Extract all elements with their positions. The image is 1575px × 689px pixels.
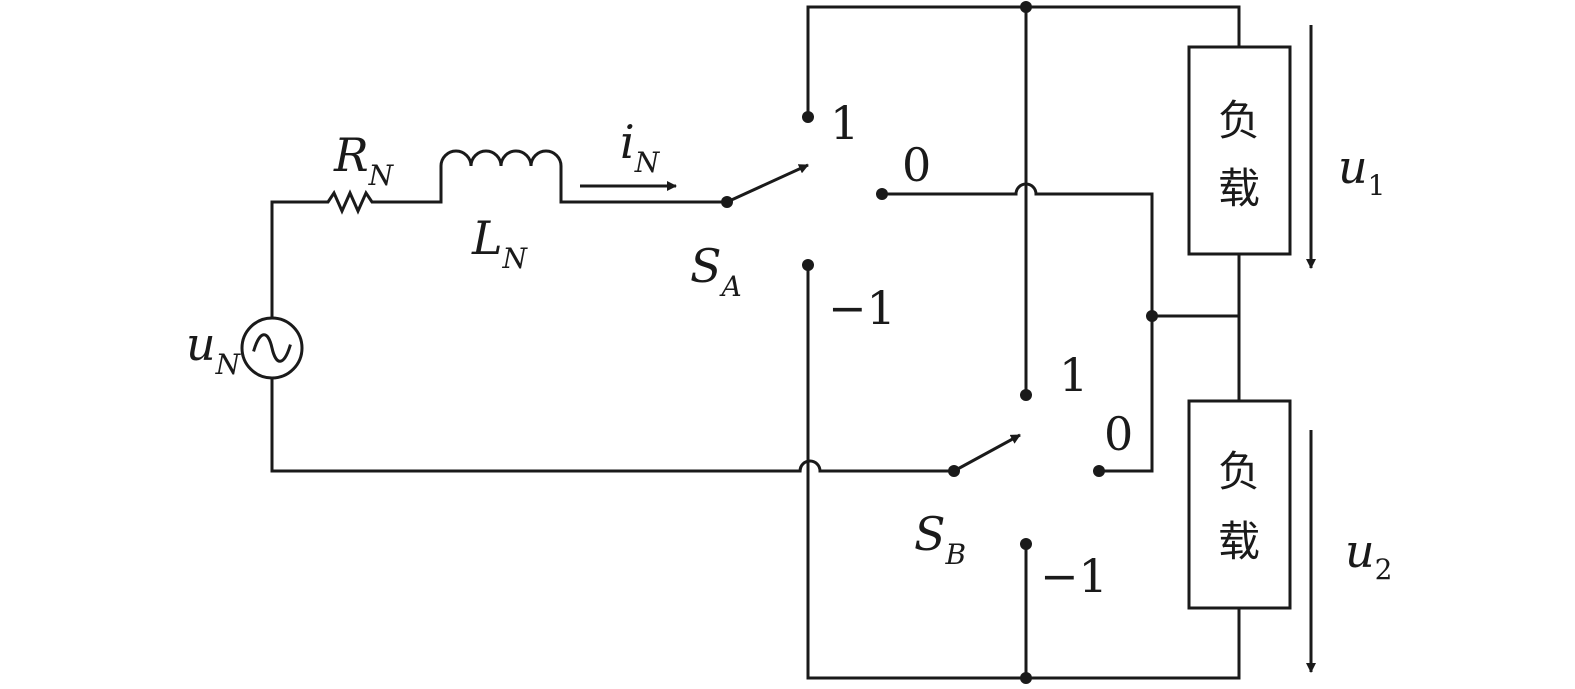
switch-a-pos-1: 1: [830, 96, 859, 150]
switch-a: [721, 111, 888, 271]
ac-source-symbol: [240, 316, 304, 380]
upper-load-text-1: 负: [1218, 96, 1260, 145]
resistor-symbol: [320, 189, 443, 215]
switch-b-label: SB: [914, 507, 966, 571]
current-label: iN: [620, 115, 661, 179]
switch-b-pos-minus1: −1: [1040, 549, 1108, 603]
upper-load: 负 载: [1187, 45, 1292, 256]
source-label: uN: [186, 317, 242, 381]
inductor-label: LN: [471, 211, 529, 275]
source-branch-wire: [270, 200, 802, 473]
lower-load: 负 载: [1187, 399, 1292, 610]
upper-load-text-2: 载: [1218, 164, 1260, 213]
voltage-2-label: u2: [1345, 524, 1392, 586]
switch-b-pos-0: 0: [1104, 407, 1133, 461]
switch-a-pos-0: 0: [902, 138, 931, 192]
lower-load-text-2: 载: [1218, 517, 1260, 566]
bus-wires: [798, 1, 1241, 684]
lower-load-text-1: 负: [1218, 447, 1260, 496]
switch-b: [948, 389, 1105, 550]
inductor-symbol: [439, 149, 729, 204]
switch-b-pos-1: 1: [1059, 348, 1088, 402]
voltage-1-label: u1: [1338, 140, 1385, 202]
switch-a-pos-minus1: −1: [828, 281, 896, 335]
switch-a-label: SA: [690, 239, 742, 303]
resistor-label: RN: [333, 128, 395, 192]
